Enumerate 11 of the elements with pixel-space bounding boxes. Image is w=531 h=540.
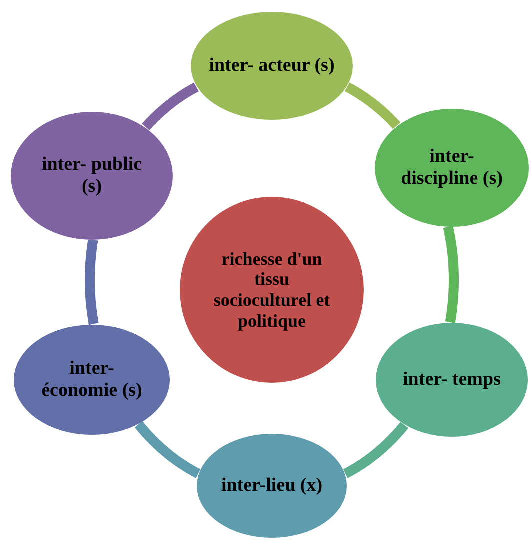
connector-arc [142,82,201,132]
node-label: richesse d'un tissu socioculturel et politique [212,248,332,332]
node-label: inter-lieu (x) [220,475,324,497]
node-label: inter- acteur (s) [208,55,336,77]
node-label: inter- temps [402,369,502,391]
node-label: inter- public (s) [40,154,144,198]
connector-arc [343,82,402,130]
connector-arc [134,420,202,478]
connector-arc [342,421,409,478]
node-label: inter- économie (s) [40,358,144,402]
node-label: inter- discipline (s) [400,146,504,190]
